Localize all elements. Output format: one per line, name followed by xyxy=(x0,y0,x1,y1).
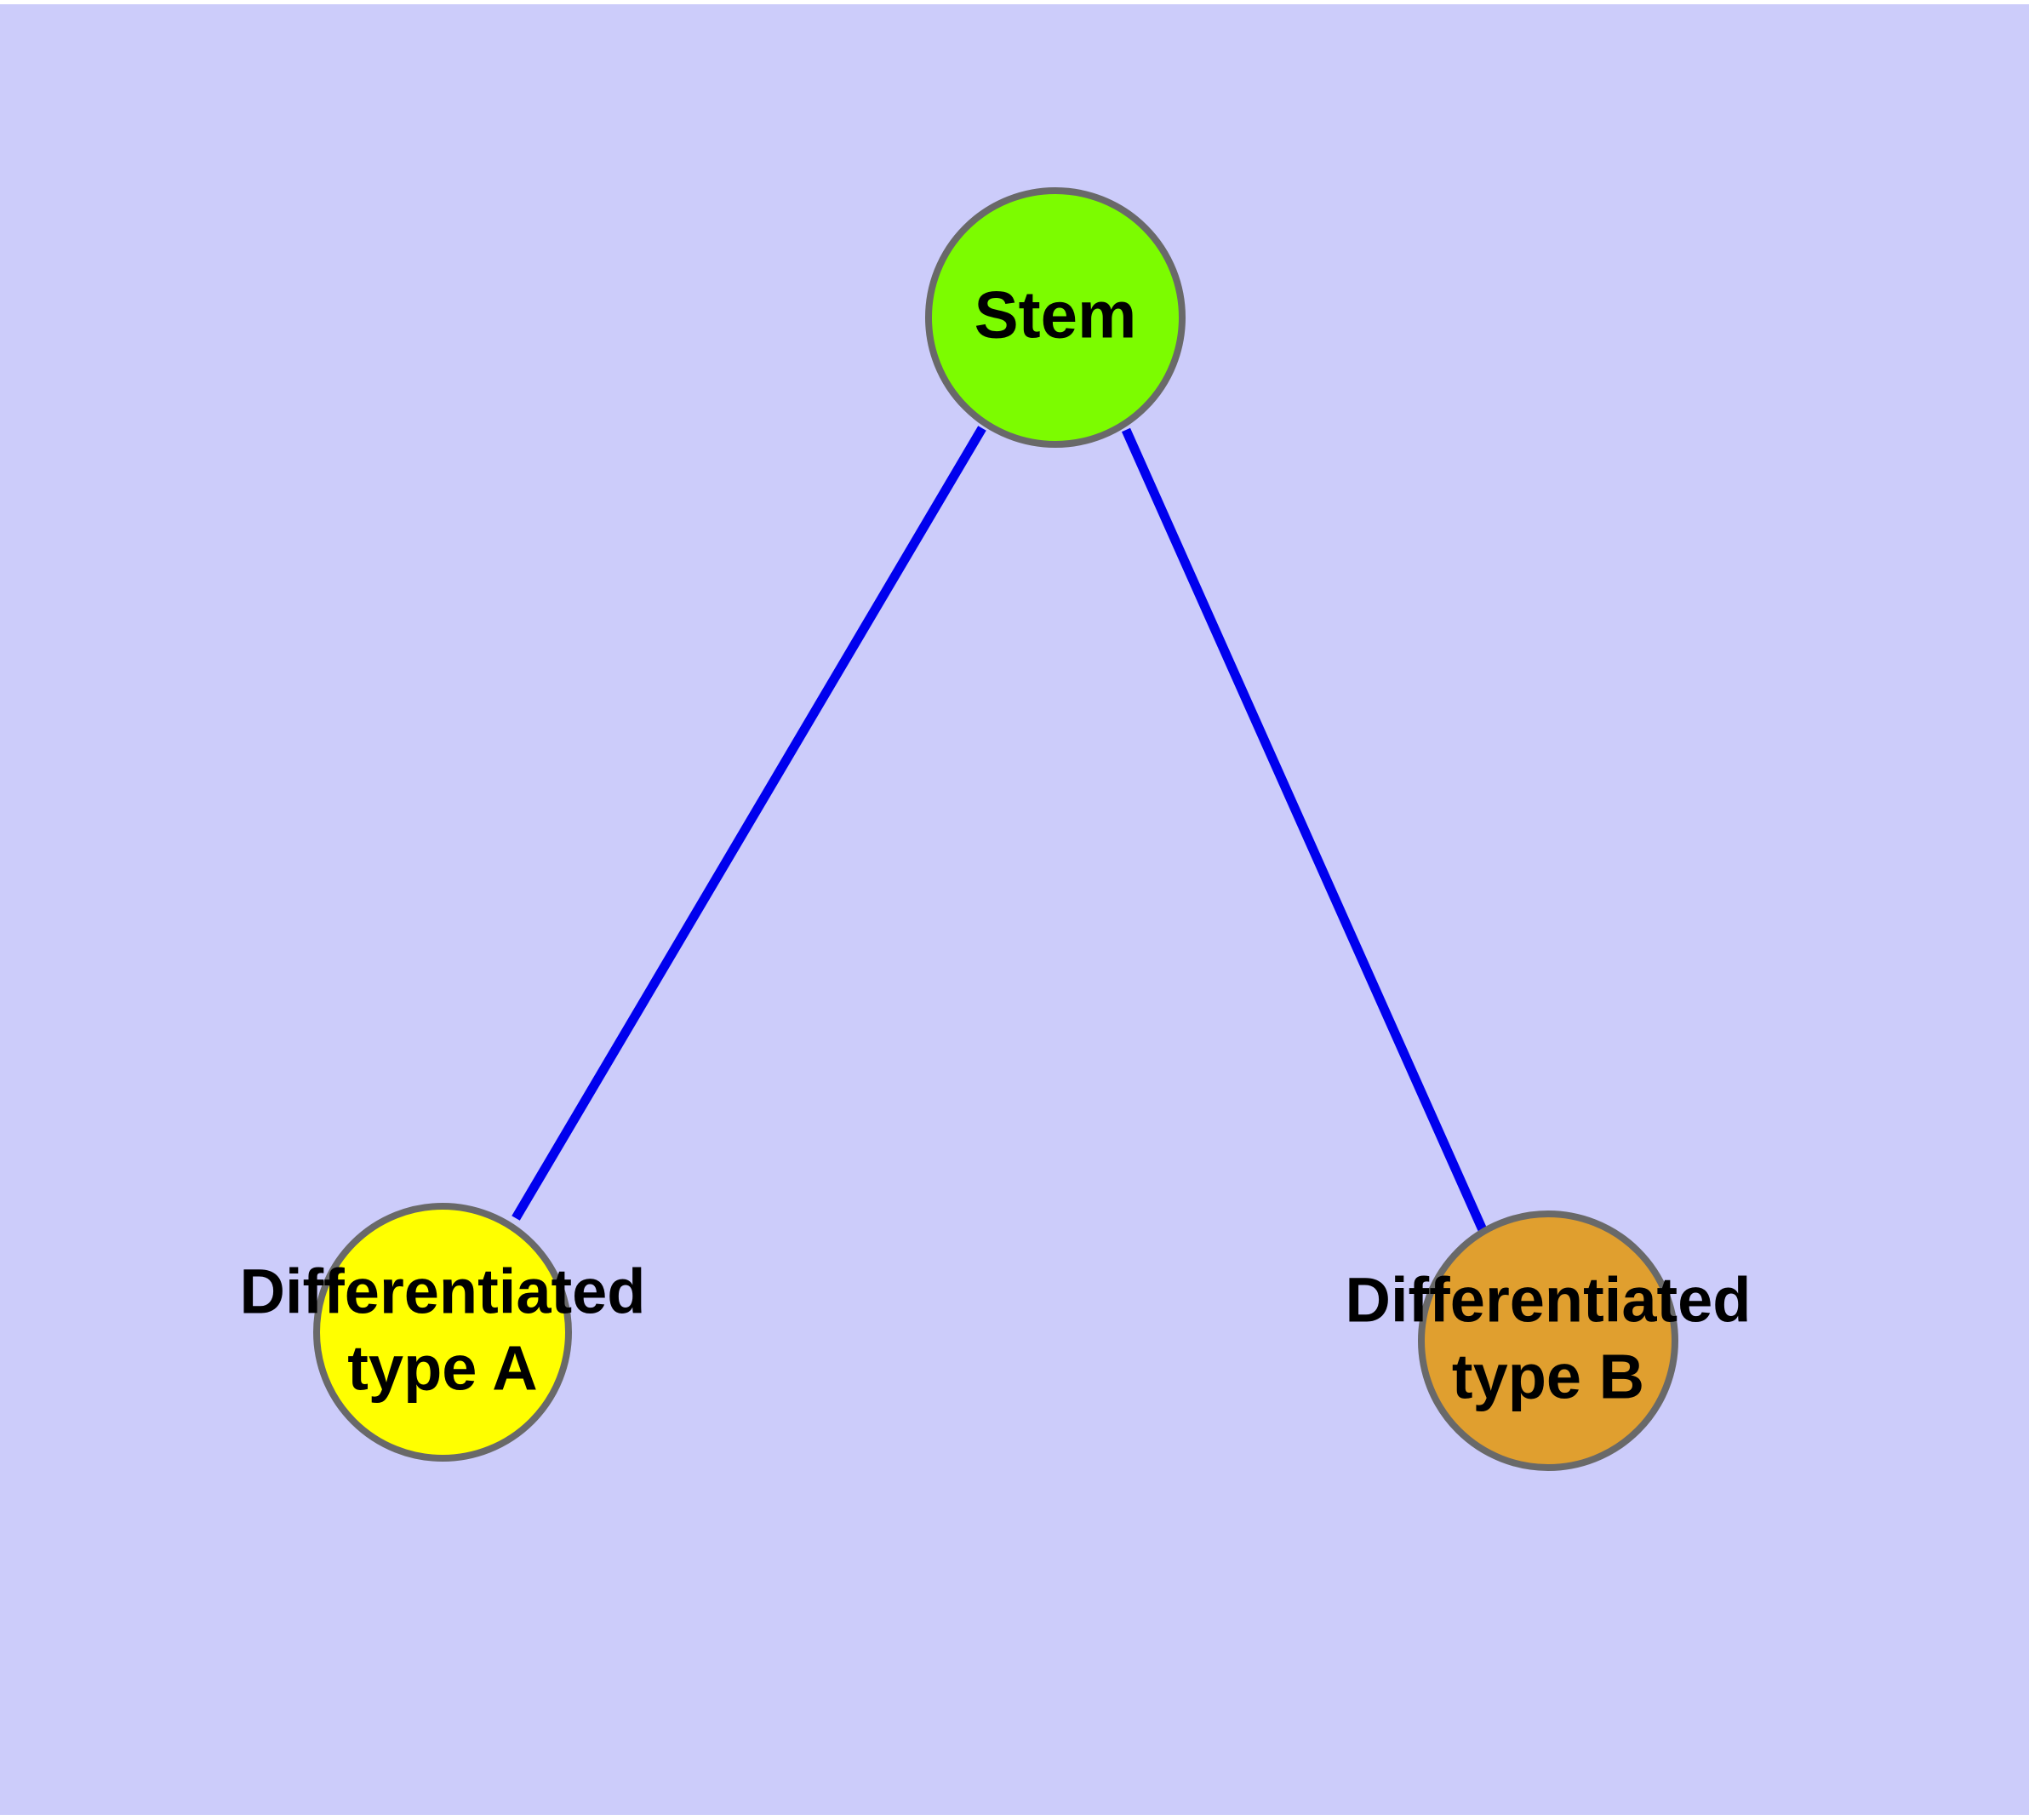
node-differentiated-type-a-label-line2: type A xyxy=(347,1332,537,1403)
node-differentiated-type-b-circle[interactable] xyxy=(1418,1210,1678,1471)
node-differentiated-type-a-label-line1: Differentiated xyxy=(240,1256,646,1327)
edge-layer xyxy=(512,426,1489,1234)
edge-stem-to-differentiated-type-b[interactable] xyxy=(1121,427,1489,1234)
node-differentiated-type-b-label-line1: Differentiated xyxy=(1346,1265,1752,1336)
node-differentiated-type-a[interactable]: Differentiated type A xyxy=(240,1203,646,1462)
node-differentiated-type-a-circle[interactable] xyxy=(313,1203,572,1462)
node-layer: Stem Differentiated type A Differentiate… xyxy=(240,187,1752,1471)
node-stem-label: Stem xyxy=(974,278,1137,352)
node-stem-circle[interactable] xyxy=(925,187,1186,448)
node-stem[interactable]: Stem xyxy=(925,187,1186,448)
node-differentiated-type-b-label-line2: type B xyxy=(1452,1341,1644,1411)
edge-stem-to-differentiated-type-a[interactable] xyxy=(512,426,986,1221)
node-differentiated-type-b[interactable]: Differentiated type B xyxy=(1346,1210,1752,1471)
